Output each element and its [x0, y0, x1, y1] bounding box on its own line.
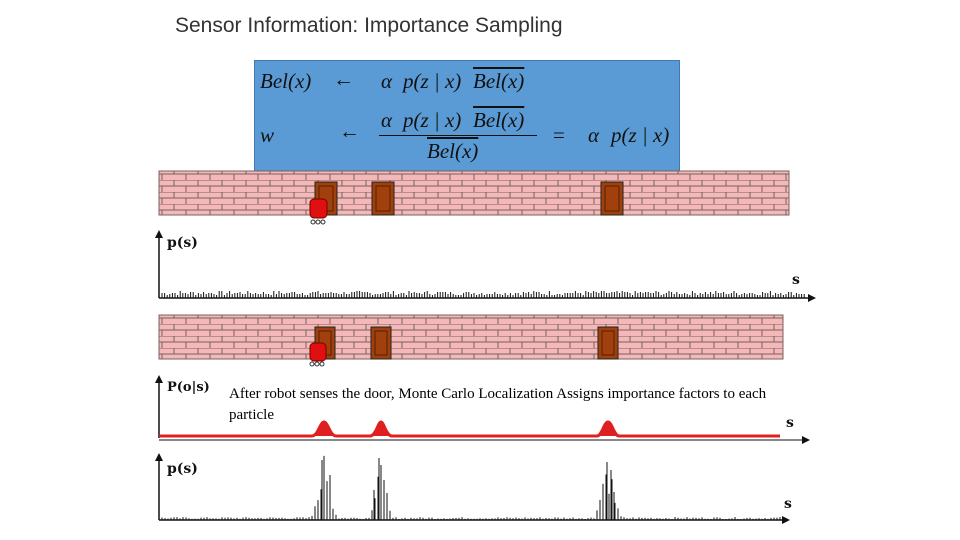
door-3	[600, 181, 624, 216]
door-2	[371, 181, 395, 216]
wall-bottom	[158, 314, 784, 367]
fraction-bar	[379, 135, 537, 136]
eq1-arrow: ←	[333, 67, 354, 91]
caption: After robot senses the door, Monte Carlo…	[229, 386, 767, 423]
plot1-ylabel: p(s)	[167, 235, 198, 251]
eq2-equals: =	[553, 123, 565, 147]
plot1-x-arrow	[808, 294, 816, 302]
wall-top	[158, 170, 790, 225]
plot3-xlabel: s	[784, 496, 792, 512]
eq2-denominator: Bel(x)	[427, 139, 479, 163]
eq2-rhs-likelihood: p(z | x)	[611, 123, 670, 147]
uniform-particles	[161, 291, 805, 298]
plot2-y-arrow	[155, 375, 163, 383]
eq2-num-likelihood: p(z | x)	[403, 108, 462, 132]
plot1-xlabel: s	[792, 272, 800, 288]
equation-box: Bel(x) ← α p(z | x) Bel(x) w ← α p(z | x…	[254, 60, 680, 172]
plot2-x-arrow	[802, 436, 810, 444]
eq1-likelihood: p(z | x)	[403, 69, 462, 93]
plot-prior	[155, 230, 816, 302]
plot3-x-arrow	[782, 516, 790, 524]
plot3-y-arrow	[155, 453, 163, 461]
door-6	[597, 326, 619, 360]
plot3-ylabel: p(s)	[167, 461, 198, 477]
likelihood-curve	[159, 420, 780, 438]
eq1-prior-belief: Bel(x)	[473, 69, 525, 93]
eq1-alpha: α	[381, 69, 393, 93]
robot-icon	[309, 198, 328, 225]
eq1-lhs: Bel(x)	[260, 69, 312, 93]
plot-weighted	[155, 453, 790, 524]
eq2-num-alpha: α	[381, 108, 393, 132]
eq2-rhs-alpha: α	[588, 123, 600, 147]
eq2-arrow: ←	[339, 119, 360, 143]
eq2-lhs: w	[260, 123, 275, 147]
plot1-y-arrow	[155, 230, 163, 238]
plot2-xlabel: s	[786, 415, 794, 431]
plot2-ylabel: P(o|s)	[167, 380, 210, 395]
weighted-particles	[161, 455, 781, 520]
door-5	[370, 326, 392, 360]
eq2-num-belief: Bel(x)	[473, 108, 525, 132]
plot-likelihood	[155, 375, 810, 444]
slide-title: Sensor Information: Importance Sampling	[175, 14, 563, 37]
robot-icon-2	[309, 342, 327, 367]
